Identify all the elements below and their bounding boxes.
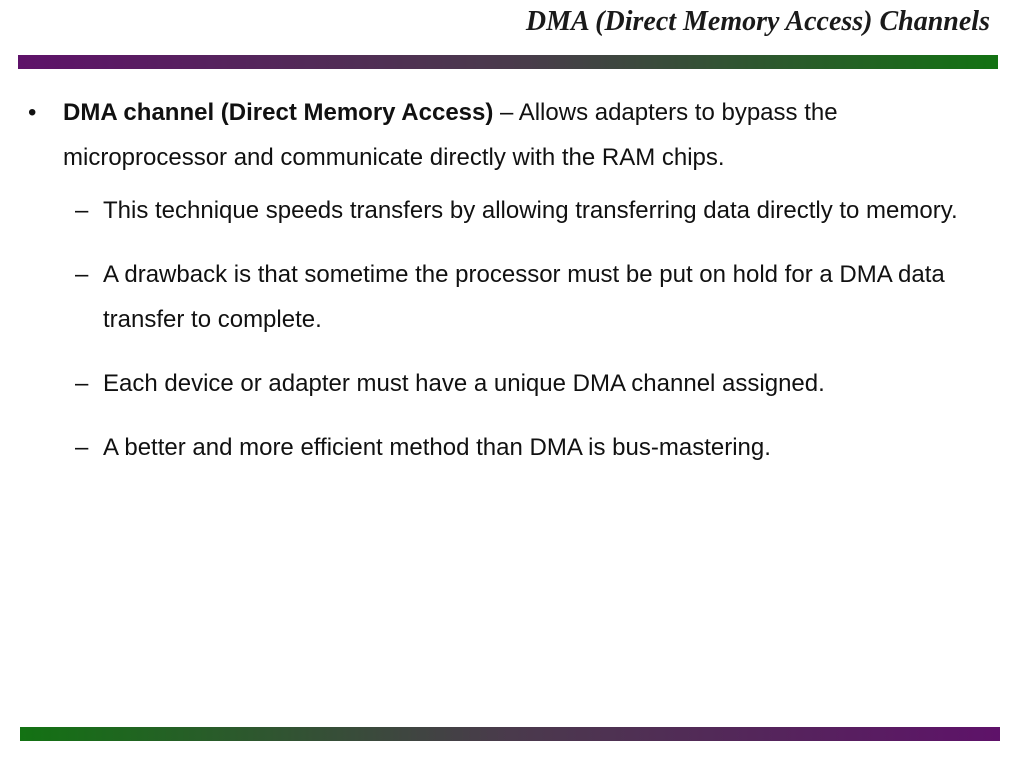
sub-bullet-list: – This technique speeds transfers by all… [0,188,1024,470]
dash-icon: – [75,434,89,461]
sub-bullet-text: This technique speeds transfers by allow… [103,197,958,224]
sub-bullet-text: Each device or adapter must have a uniqu… [103,370,825,397]
slide-content: • DMA channel (Direct Memory Access) – A… [0,90,1024,489]
bullet-term: DMA channel (Direct Memory Access) [63,99,494,126]
slide-title: DMA (Direct Memory Access) Channels [525,6,990,37]
sub-bullet-text: A drawback is that sometime the processo… [103,261,945,333]
sub-bullet-text: A better and more efficient method than … [103,434,771,461]
bottom-divider-bar [20,727,1000,741]
sub-bullet-item: – A better and more efficient method tha… [0,425,1024,470]
dash-icon: – [75,197,89,224]
dash-icon: – [75,261,89,288]
dash-icon: – [75,370,89,397]
main-bullet: • DMA channel (Direct Memory Access) – A… [0,90,1024,180]
sub-bullet-item: – A drawback is that sometime the proces… [0,252,1024,342]
bullet-dot-icon: • [28,99,37,126]
sub-bullet-item: – This technique speeds transfers by all… [0,188,1024,233]
bullet-definition: – Allows adapters to bypass the micropro… [63,99,838,171]
sub-bullet-item: – Each device or adapter must have a uni… [0,361,1024,406]
top-divider-bar [18,55,998,69]
